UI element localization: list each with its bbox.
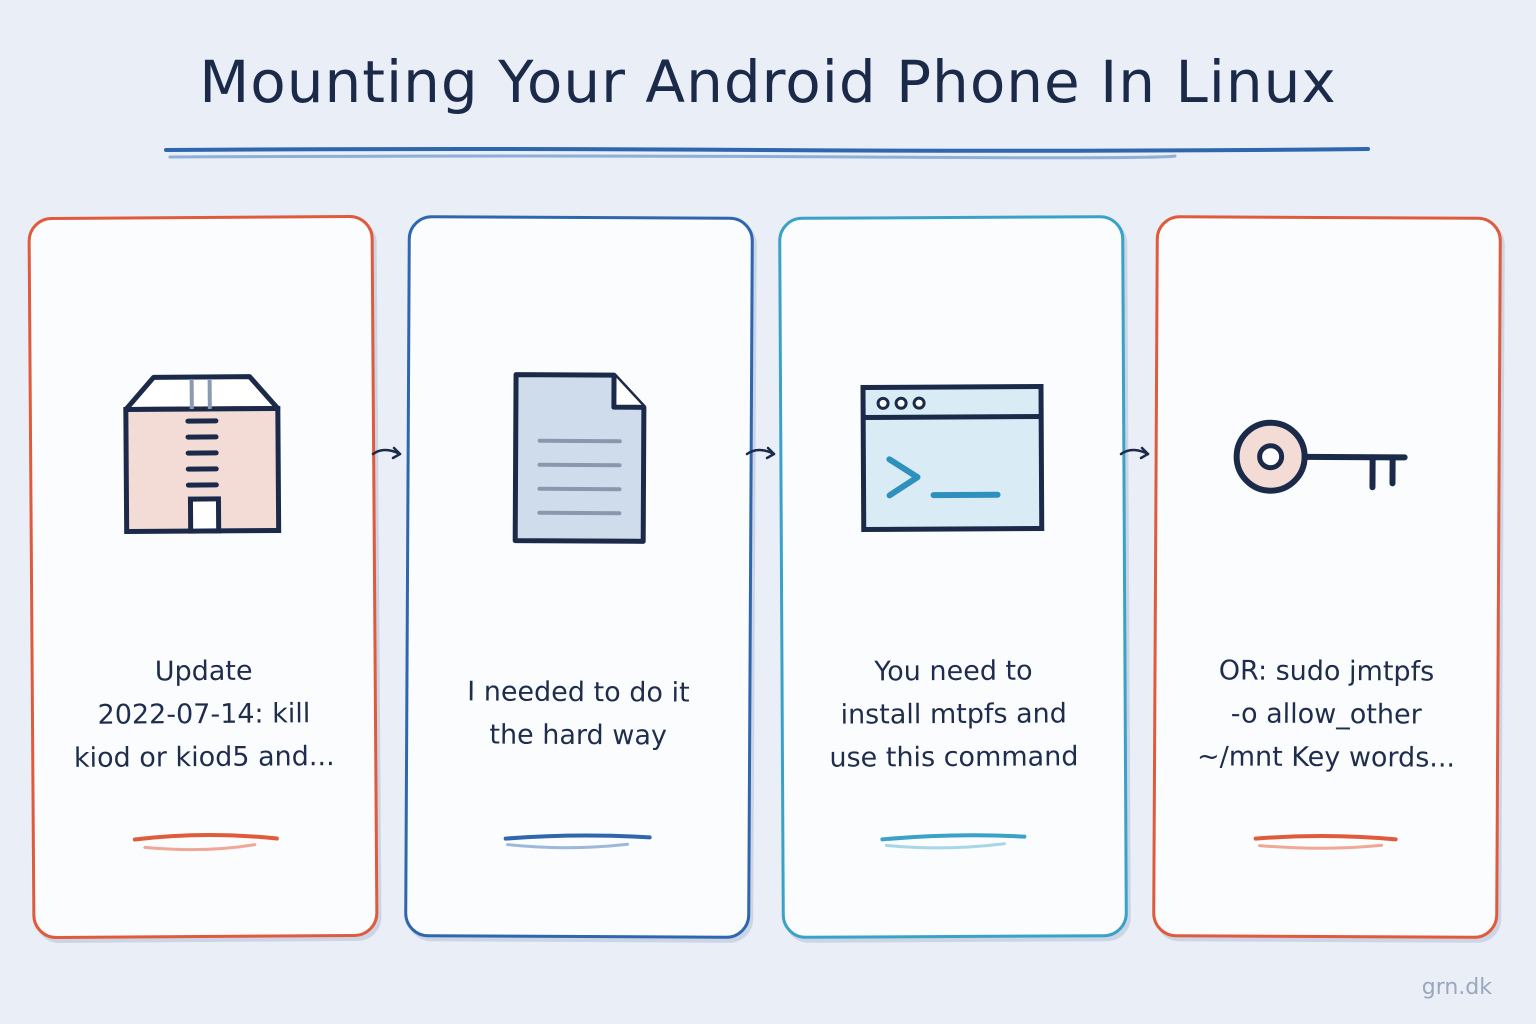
key-icon — [1157, 368, 1498, 550]
step-1-line-1: Update — [154, 655, 253, 687]
document-icon — [409, 368, 750, 550]
step-card-2: I needed to do it the hard way — [404, 215, 754, 939]
step-2-line-2: the hard way — [489, 719, 668, 752]
title-underline — [164, 147, 1370, 160]
step-text-3: You need to install mtpfs and use this c… — [813, 648, 1094, 779]
step-3-line-2: install mtpfs and — [840, 697, 1067, 731]
step-4-line-1: OR: sudo jmtpfs — [1218, 654, 1435, 688]
terminal-window-icon — [782, 368, 1123, 550]
step-text-1: Update 2022-07-14: kill kiod or kiod5 an… — [64, 648, 345, 780]
step-card-4: OR: sudo jmtpfs -o allow_other ~/mnt Key… — [1152, 215, 1502, 939]
step-2-underline — [408, 828, 748, 856]
step-text-4: OR: sudo jmtpfs -o allow_other ~/mnt Key… — [1186, 648, 1467, 779]
step-text-2: I needed to do it the hard way — [438, 648, 719, 779]
page-title: Mounting Your Android Phone In Linux — [199, 48, 1337, 116]
step-card-3: You need to install mtpfs and use this c… — [778, 215, 1128, 939]
step-1-line-2: 2022-07-14: kill — [97, 697, 311, 731]
step-3-line-1: You need to — [874, 655, 1033, 687]
step-3-underline — [784, 828, 1124, 856]
arrow-1-icon — [371, 446, 402, 460]
arrow-2-icon — [745, 446, 776, 460]
step-4-line-2: -o allow_other — [1230, 697, 1422, 730]
step-1-underline — [35, 828, 375, 856]
step-4-line-3: ~/mnt Key words... — [1196, 740, 1456, 774]
step-4-underline — [1156, 828, 1496, 856]
archive-box-icon — [32, 368, 373, 550]
step-3-line-3: use this command — [829, 740, 1079, 774]
watermark: grn.dk — [1421, 975, 1492, 1000]
arrow-3-icon — [1119, 446, 1150, 460]
step-2-line-1: I needed to do it — [467, 676, 690, 709]
step-1-line-3: kiod or kiod5 and... — [73, 740, 335, 774]
step-card-1: Update 2022-07-14: kill kiod or kiod5 an… — [27, 214, 379, 940]
